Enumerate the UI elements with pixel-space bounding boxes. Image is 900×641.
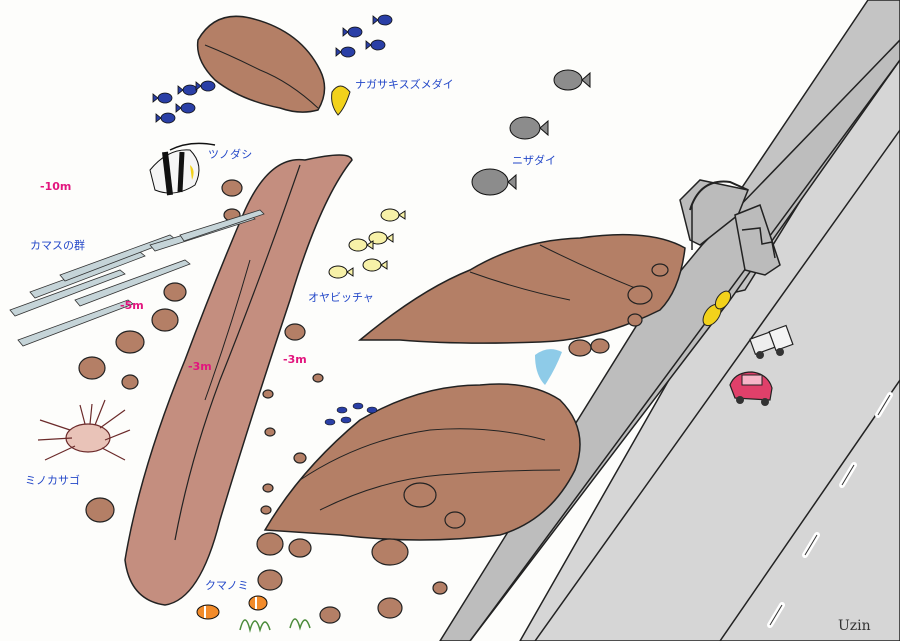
yellow-fish-icon [331,85,351,116]
label-nagasaki-damselfish: ナガサキスズメダイ [355,78,454,91]
fish-icon [195,80,216,92]
fish-icon [348,238,374,252]
road-edge [534,129,900,641]
barracuda-school [9,209,265,347]
fish-icon [175,102,196,114]
damselfish-school [152,14,393,124]
fish-icon [380,208,406,222]
sergeant-fish-group [328,208,406,279]
lower-reef [263,383,581,541]
depth-marker-5m: -5m [120,299,144,312]
seawall-edge [469,59,900,641]
car-icon [729,371,773,406]
fish-icon [74,259,191,307]
buoy-icon [702,290,732,327]
fish-icon [328,265,354,279]
fish-icon [335,46,356,58]
blue-fish-small [324,402,378,426]
fish-icon [372,14,393,26]
lane-markings-outline [769,394,891,626]
central-pillar [124,154,353,606]
anemone-icon [239,618,311,633]
boulders [78,179,669,624]
surgeonfish-group [471,69,591,196]
fish-icon [509,116,549,140]
clownfish-icon [196,604,220,620]
artist-signature: Uzin [838,618,871,634]
lionfish-icon [37,399,131,461]
fish-icon [368,231,394,245]
sand-patch [535,349,562,385]
fish-icon [553,69,591,91]
depth-marker-3m-pillar: -3m [188,360,212,373]
clownfish-icon [248,595,268,611]
fish-icon [471,168,517,196]
label-clownfish: クマノミ [205,579,249,592]
fish-icon [179,209,265,242]
entry-stairs [679,179,781,276]
label-barracuda-school: カマスの群 [30,239,85,252]
butterflyfish-icon [149,142,216,196]
rock-formations [124,15,686,606]
fish-icon [365,39,386,51]
label-moorish-idol: ツノダシ [208,148,253,161]
label-lionfish: ミノカサゴ [25,474,80,487]
fish-icon [177,84,198,96]
fish-icon [9,269,126,317]
fish-icon [362,258,388,272]
fish-icon [342,26,363,38]
label-surgeonfish: ニザダイ [512,154,556,167]
clownfish-group [196,595,311,633]
fish-icon [17,299,134,347]
depth-marker-3m-reef: -3m [283,353,307,366]
truck-icon [749,324,794,359]
fish-icon [152,92,173,104]
fish-icon [29,251,146,299]
road-far-edge [719,379,900,641]
depth-marker-10m: -10m [40,180,72,193]
fish-icon [155,112,176,124]
label-sergeant-fish: オヤビッチャ [308,291,374,304]
